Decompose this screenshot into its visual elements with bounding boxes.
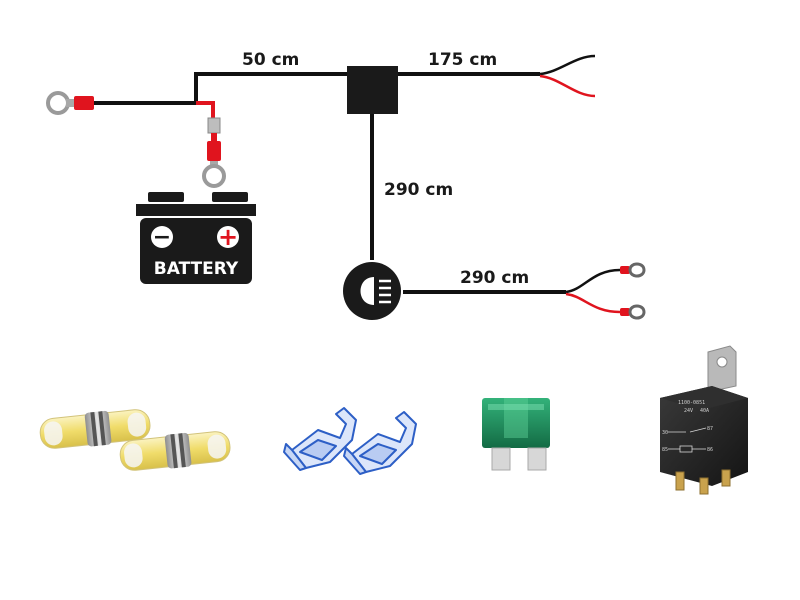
label-bottom: 290 cm	[460, 268, 529, 288]
battery-minus-sign: −	[153, 225, 171, 250]
relay-voltage: 24V	[684, 408, 693, 414]
headlight-switch-icon	[343, 262, 401, 320]
battery-icon: − + BATTERY	[136, 192, 256, 284]
wire-harness	[92, 54, 621, 314]
fork-terminal-icon	[620, 262, 646, 320]
label-vertical: 290 cm	[384, 180, 453, 200]
relay-pin-30: 30	[662, 430, 668, 436]
switch-wire-black	[565, 268, 621, 294]
relay-pin-86: 86	[707, 447, 713, 453]
label-top-right: 175 cm	[428, 50, 497, 70]
relay-code: 1100-0851	[678, 400, 705, 406]
solder-splice-icon	[39, 409, 231, 471]
ring-terminal-icon	[46, 91, 94, 115]
main-wire	[92, 72, 348, 105]
battery-plus-sign: +	[218, 223, 238, 251]
fuse-box-icon	[347, 66, 398, 114]
battery-fuse-holder-icon	[202, 117, 226, 188]
label-top-left: 50 cm	[242, 50, 299, 70]
battery-label: BATTERY	[154, 259, 239, 279]
relay-pin-87: 87	[707, 426, 713, 432]
output-wire-red	[539, 74, 596, 98]
battery-branch-wire	[196, 101, 215, 122]
relay-pin-85: 85	[662, 447, 668, 453]
relay-icon: 1100-0851 24V 40A 30 87 85 86	[660, 345, 748, 495]
tap-connector-icon	[283, 407, 417, 475]
output-wire-black	[539, 54, 596, 76]
blade-fuse-icon	[482, 398, 550, 471]
switch-wire-red	[565, 292, 621, 314]
relay-current: 40A	[700, 408, 709, 414]
